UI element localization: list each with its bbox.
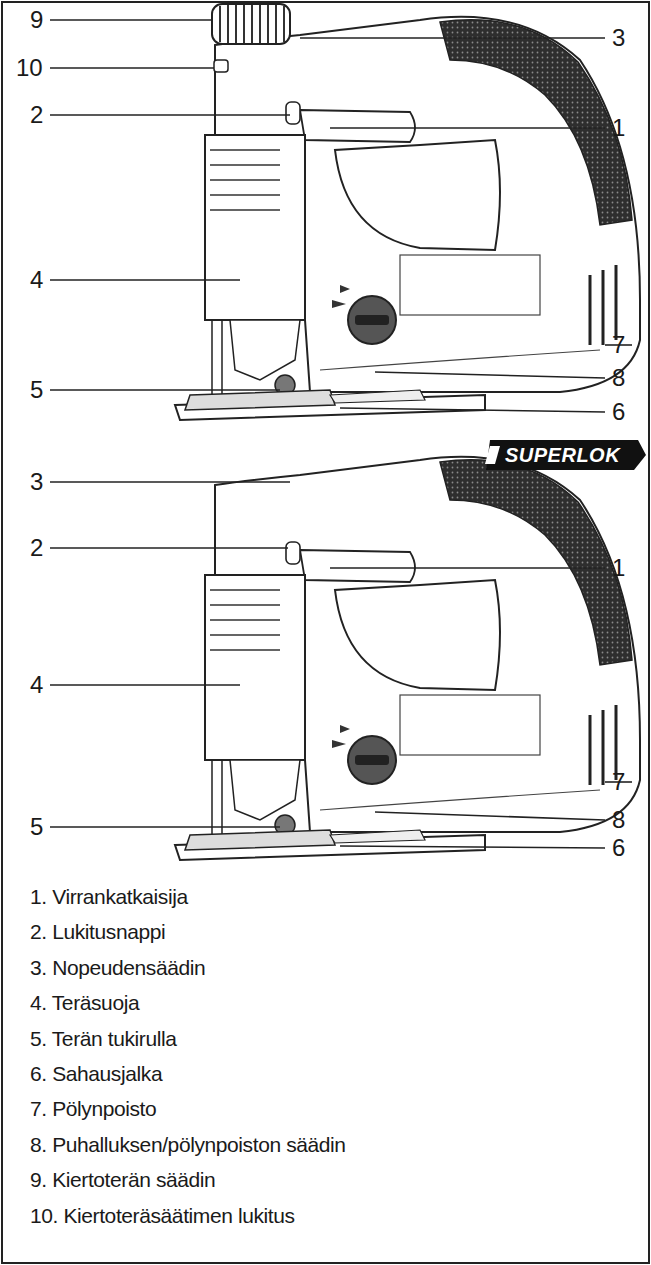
callout-number: 3	[30, 469, 43, 495]
leader-lines	[50, 20, 632, 848]
part-list-item: 5. Terän tukirulla	[30, 1026, 177, 1052]
part-list-item: 8. Puhalluksen/pölynpoiston säädin	[30, 1132, 346, 1158]
part-list-item: 9. Kiertoterän säädin	[30, 1167, 215, 1193]
callout-number: 2	[30, 535, 43, 561]
part-list-item: 2. Lukitusnappi	[30, 919, 165, 945]
callout-number: 4	[30, 672, 43, 698]
callout-number: 6	[612, 835, 625, 861]
brand-badge	[486, 440, 646, 470]
callout-number: 3	[612, 25, 625, 51]
callout-number: 8	[612, 807, 625, 833]
callout-number: 7	[612, 769, 625, 795]
callout-number: 4	[30, 267, 43, 293]
callout-number: 9	[30, 7, 43, 33]
part-list-item: 3. Nopeudensäädin	[30, 955, 205, 981]
part-list-item: 4. Teräsuoja	[30, 990, 139, 1016]
brand-name: SUPERLOK	[505, 442, 620, 468]
callout-number: 1	[612, 115, 625, 141]
callout-number: 10	[16, 55, 43, 81]
part-list-item: 10. Kiertoteräsäätimen lukitus	[30, 1203, 295, 1229]
part-list-item: 7. Pölynpoisto	[30, 1096, 156, 1122]
callout-number: 6	[612, 399, 625, 425]
callout-number: 5	[30, 377, 43, 403]
callout-number: 8	[612, 365, 625, 391]
callout-number: 5	[30, 814, 43, 840]
callout-number: 2	[30, 102, 43, 128]
part-list-item: 6. Sahausjalka	[30, 1061, 162, 1087]
part-list-item: 1. Virrankatkaisija	[30, 884, 188, 910]
callout-number: 7	[612, 332, 625, 358]
callout-number: 1	[612, 555, 625, 581]
